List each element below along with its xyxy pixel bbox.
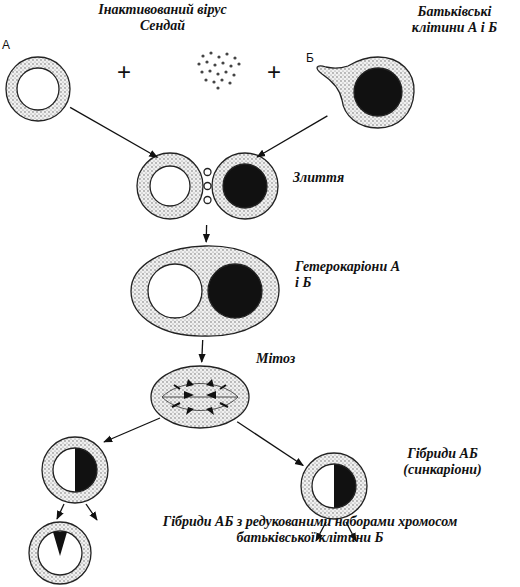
stage-label: Інактивований вірус Сендай (85, 2, 240, 34)
virus-particle (208, 69, 211, 72)
virus-particle (201, 54, 204, 57)
fusion-pore (204, 197, 211, 204)
nucleus-light (38, 531, 82, 575)
hybrid-cell (42, 437, 108, 503)
stage-label: Мітоз (256, 351, 326, 367)
nucleus-dark (223, 164, 267, 208)
parent-cells-label: Батьківські клітини А і Б (392, 4, 517, 36)
parent-cell: А (4, 55, 72, 123)
plus-sign: + (262, 60, 286, 84)
cell-cytoplasm (137, 153, 203, 219)
parent-cell: Б (320, 52, 420, 130)
chromosome (184, 379, 194, 415)
nucleus-dark (354, 68, 402, 116)
spindle (162, 384, 238, 411)
synkaryon-cell: Гібриди АБ (синкаріони) (300, 452, 368, 520)
stage-label: Гібриди АБ з редукованими наборами хромо… (160, 514, 460, 546)
chromosome (172, 385, 228, 407)
nucleus-light (17, 68, 59, 110)
nucleus-light (150, 166, 190, 206)
cell-shape (300, 452, 368, 520)
virus-particle (216, 72, 219, 75)
cell-shape (130, 245, 280, 337)
fusion-pore (204, 169, 211, 176)
cell-cytoplasm (29, 522, 91, 584)
nucleus-outline (312, 464, 356, 508)
virus-cluster: Інактивований вірус Сендай (195, 50, 245, 90)
chromosome (206, 379, 216, 415)
cell-cytoplasm (301, 453, 367, 519)
virus-particle (217, 55, 220, 58)
virus-particle (229, 64, 232, 67)
fusion-cells: Злиття (135, 150, 280, 222)
heterokaryon-cell: Гетерокаріони А і Б (130, 245, 280, 337)
cell-cytoplasm (42, 437, 108, 503)
cell-cytoplasm (151, 366, 249, 428)
plus-sign: + (112, 60, 136, 84)
virus-particle (200, 70, 203, 73)
stage-label: Злиття (293, 170, 373, 186)
nucleus-half-a (53, 448, 75, 492)
cell-shape (4, 55, 72, 123)
virus-particle (204, 78, 207, 81)
stage-label: Гетерокаріони А і Б (295, 259, 405, 291)
process-arrow (206, 225, 208, 242)
nucleus-light (148, 264, 202, 318)
virus-particle (224, 70, 227, 73)
cell-shape (150, 365, 250, 429)
virus-particle (220, 78, 223, 81)
process-arrow (257, 116, 327, 157)
cell-shape (195, 50, 245, 90)
virus-particle (213, 63, 216, 66)
nucleus-half-b (334, 464, 356, 508)
virus-particle (233, 56, 236, 59)
virus-particle (221, 61, 224, 64)
stage-label: Гібриди АБ (синкаріони) (380, 446, 505, 478)
division-arrow (104, 418, 160, 442)
cell-cytoplasm (131, 246, 279, 336)
division-arrow (57, 504, 64, 519)
virus-particle (205, 60, 208, 63)
nucleus-half-a (312, 464, 334, 508)
virus-particle (225, 52, 228, 55)
nucleus-outline (53, 448, 97, 492)
stage-label: Б (306, 50, 326, 66)
stage-label: А (2, 37, 22, 53)
mitosis-cell: Мітоз (150, 365, 250, 429)
cell-shape (27, 520, 93, 586)
cell-cytoplasm (212, 153, 278, 219)
process-arrow (237, 422, 303, 466)
reduced-hybrid-cell: Гібриди АБ з редукованими наборами хромо… (27, 520, 93, 586)
nucleus-dark (208, 264, 262, 318)
fusion-pore (204, 183, 211, 190)
cell-shape (320, 52, 420, 130)
nucleus-half-b (75, 448, 97, 492)
process-arrow (202, 340, 203, 362)
virus-particle (209, 51, 212, 54)
virus-particle (237, 62, 240, 65)
division-arrow (86, 504, 97, 520)
virus-particle (197, 62, 200, 65)
process-arrow (70, 107, 157, 157)
cell-cytoplasm (6, 57, 70, 121)
virus-particle (216, 86, 219, 89)
virus-particle (228, 81, 231, 84)
cell-cytoplasm (317, 57, 414, 128)
virus-particle (212, 80, 215, 83)
cell-shape (135, 150, 280, 222)
chromosome-remnant (53, 532, 67, 556)
virus-particle (232, 73, 235, 76)
